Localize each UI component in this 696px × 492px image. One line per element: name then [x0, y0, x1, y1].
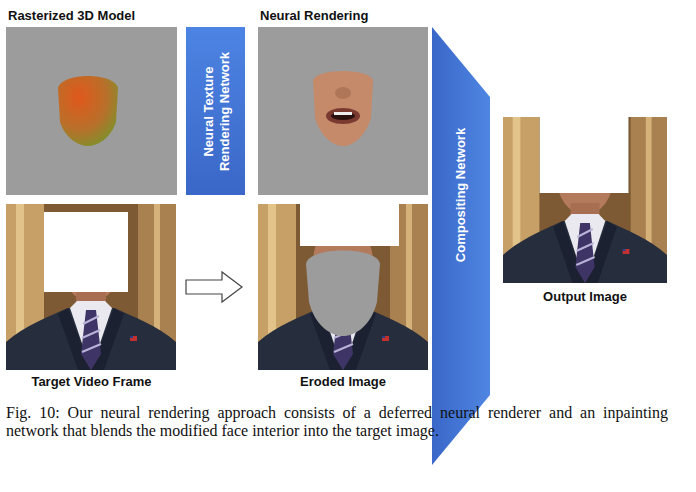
rendered-face [313, 71, 373, 146]
output-frame [503, 117, 667, 283]
panel-label: Eroded Image [258, 374, 428, 390]
person-scene [6, 204, 176, 370]
network-label: Compositing Network [432, 45, 490, 345]
face-mesh [58, 76, 118, 146]
target-frame [6, 204, 176, 370]
image-panel: Eroded Image [258, 204, 428, 394]
network-label: Neural Texture Rendering Network [186, 36, 245, 186]
panel-label: Target Video Frame [6, 374, 177, 390]
render-background [258, 27, 428, 195]
image-panel: Rasterized 3D Model [6, 5, 177, 195]
mouth [331, 112, 355, 120]
panel-label: Rasterized 3D Model [8, 8, 177, 24]
panel-label: Neural Rendering [260, 8, 428, 24]
eroded-mask [306, 251, 380, 337]
network-box: Neural Texture Rendering Network [186, 27, 245, 195]
hollow-arrow [186, 272, 242, 302]
nose-shade [335, 87, 351, 99]
eroded-frame [258, 204, 428, 370]
render-background [6, 27, 177, 195]
face-blank [44, 212, 128, 292]
person-scene [503, 117, 667, 283]
image-panel: Output Image [503, 117, 667, 307]
face-blank [300, 204, 399, 246]
network-arrow: Compositing Network [432, 27, 490, 465]
arrow-shape-fill [432, 27, 490, 465]
panel-label: Output Image [503, 289, 667, 305]
image-panel: Target Video Frame [6, 204, 177, 394]
person-scene [258, 204, 428, 370]
lips [326, 108, 360, 124]
teeth [334, 112, 352, 115]
figure-caption: Fig. 10: Our neural rendering approach c… [6, 404, 668, 440]
face-blank [540, 117, 629, 193]
image-panel: Neural Rendering [258, 5, 428, 195]
